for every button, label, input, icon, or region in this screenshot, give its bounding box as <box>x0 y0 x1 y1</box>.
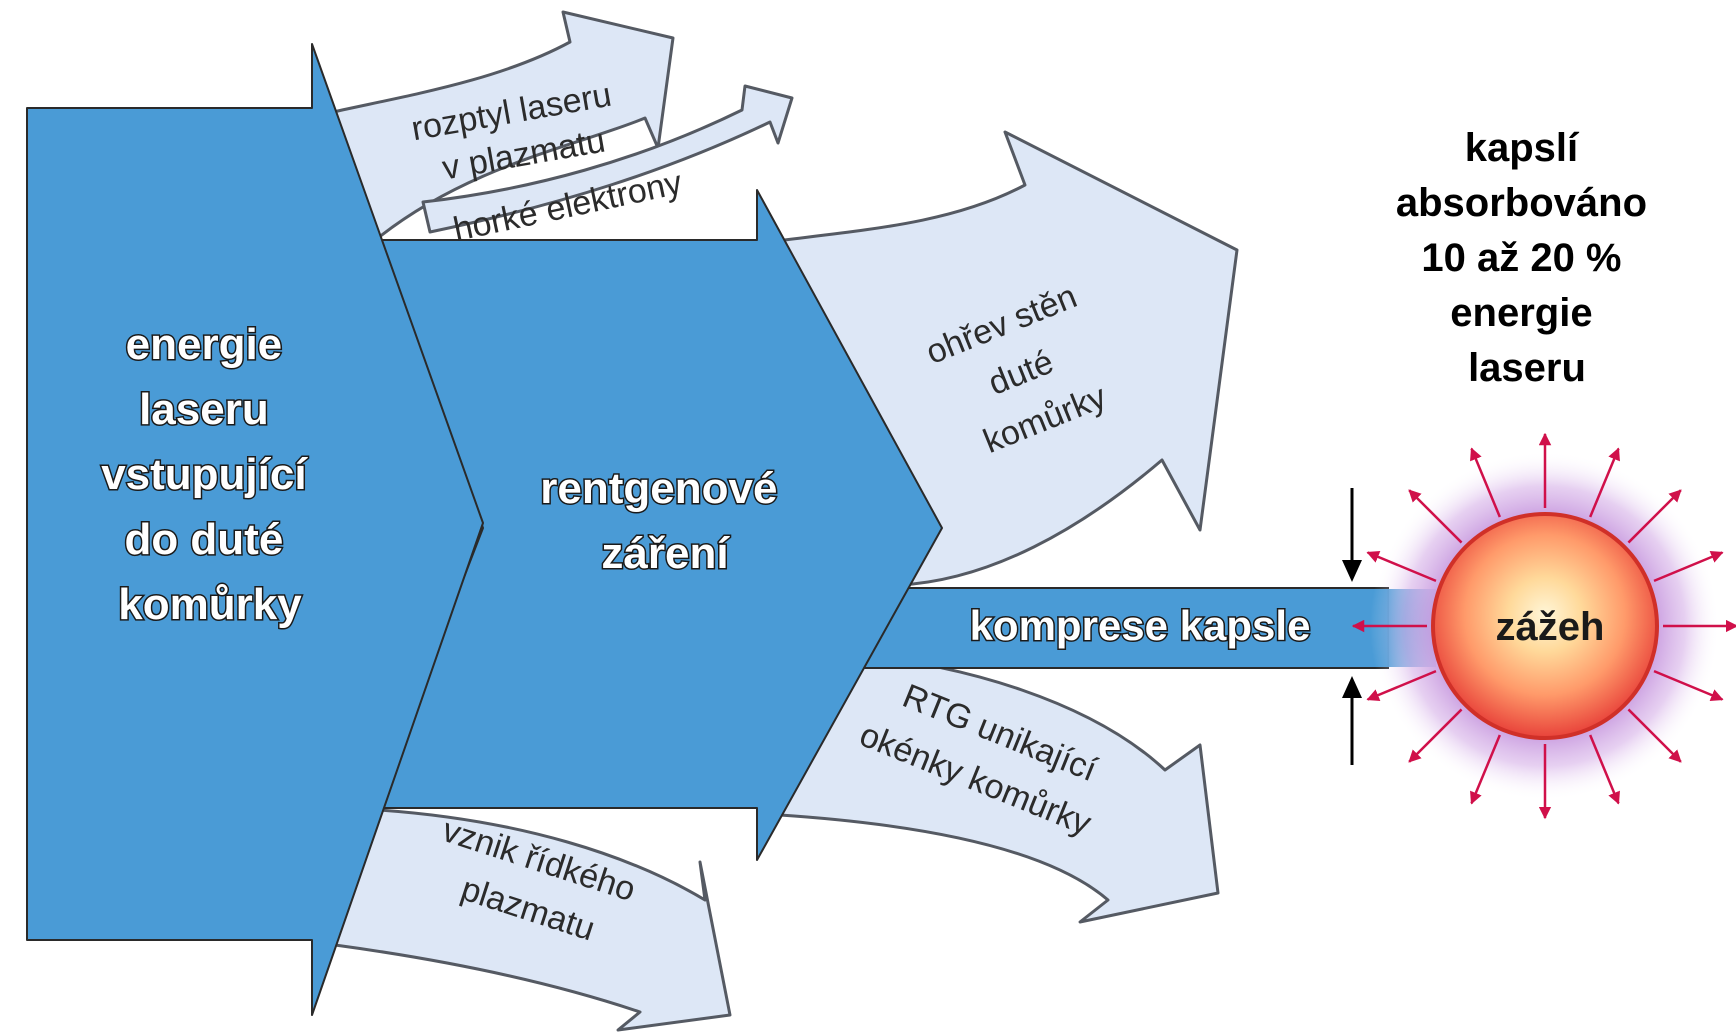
emission-arrow <box>1589 447 1620 518</box>
absorbed-energy-line: 10 až 20 % <box>1421 236 1621 280</box>
main-input-label: energie laseru vstupující do duté komůrk… <box>101 320 319 629</box>
capsule-core <box>1431 512 1659 740</box>
emission-arrows <box>1351 432 1736 820</box>
xray-line: záření <box>601 529 730 578</box>
main-input-line: laseru <box>139 385 269 434</box>
emission-arrow <box>1408 489 1463 544</box>
emission-arrow <box>1366 551 1437 582</box>
scatter-loss-arrow <box>331 10 675 240</box>
laser-energy-arrow <box>26 43 484 1016</box>
emission-arrow <box>1589 734 1620 805</box>
main-input-line: vstupující <box>101 450 308 499</box>
absorbed-energy-label: kapslí absorbováno 10 až 20 % energie la… <box>1396 126 1658 390</box>
absorbed-energy-line: energie <box>1450 291 1592 335</box>
emission-arrow <box>1470 447 1501 518</box>
emission-arrow <box>1366 670 1437 701</box>
emission-arrow <box>1408 708 1463 763</box>
hot-electrons-arrow <box>421 84 794 234</box>
emission-arrow <box>1653 551 1724 582</box>
main-input-line: komůrky <box>118 580 302 629</box>
compression-label: komprese kapsle <box>970 602 1311 649</box>
main-input-line: do duté <box>124 515 283 564</box>
xray-escape-arrow <box>778 653 1220 924</box>
emission-arrow <box>1470 734 1501 805</box>
emission-arrow <box>1653 670 1724 701</box>
main-input-line: energie <box>126 320 283 369</box>
compression-indicators <box>1342 488 1362 765</box>
ignition-label: zážeh <box>1496 605 1605 649</box>
absorbed-energy-line: laseru <box>1468 346 1586 390</box>
absorbed-energy-line: kapslí <box>1465 126 1580 170</box>
absorbed-energy-line: absorbováno <box>1396 181 1647 225</box>
emission-arrow <box>1627 489 1682 544</box>
emission-arrow <box>1627 708 1682 763</box>
plasma-loss-arrow <box>333 808 732 1032</box>
xray-line: rentgenové <box>540 464 777 513</box>
xray-label: rentgenové záření <box>540 464 789 578</box>
